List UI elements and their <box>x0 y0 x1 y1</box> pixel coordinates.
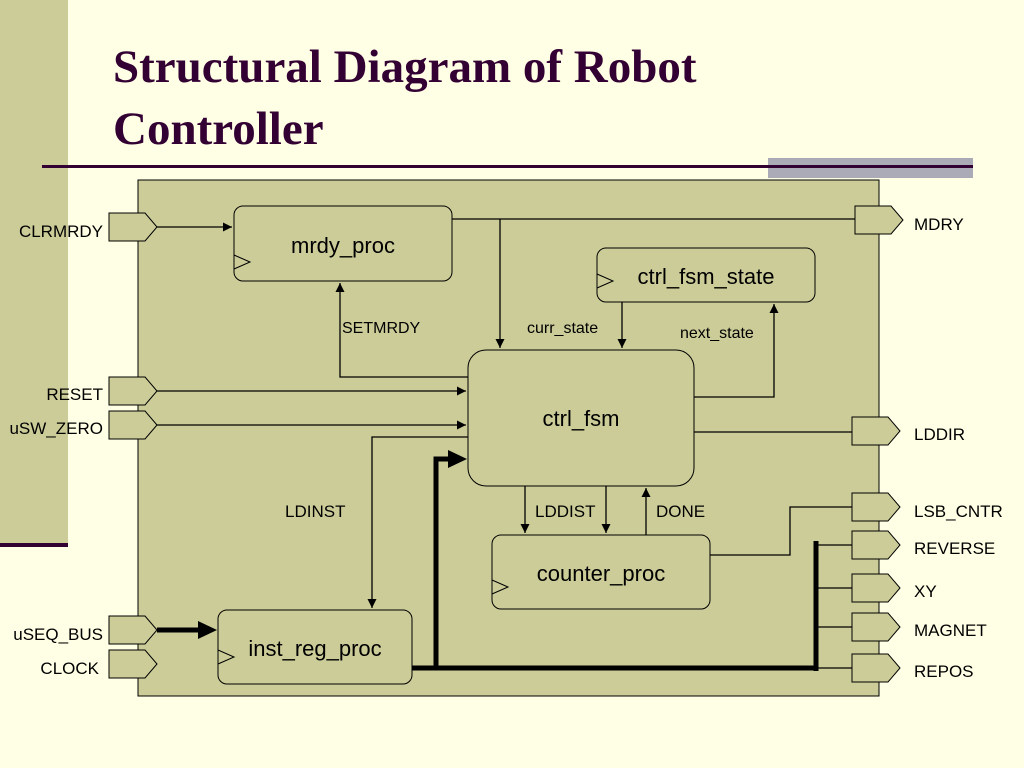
label-curr-state: curr_state <box>527 320 598 337</box>
label-ldinst: LDINST <box>285 502 345 521</box>
wire-ldinst <box>367 436 468 608</box>
label-xy: XY <box>914 582 937 601</box>
wire-next-state <box>694 304 779 398</box>
port-lsb-cntr <box>851 492 901 522</box>
port-usw-zero <box>108 410 158 440</box>
label-mrdy-proc: mrdy_proc <box>291 233 395 258</box>
block-inst-reg-proc <box>217 609 413 685</box>
block-counter-proc <box>491 534 711 610</box>
port-xy <box>851 573 901 603</box>
label-reset: RESET <box>46 385 103 404</box>
label-ctrl-fsm-state: ctrl_fsm_state <box>638 264 775 289</box>
label-mdry: MDRY <box>914 215 964 234</box>
clock-marker <box>233 254 252 270</box>
title-accent-line <box>768 165 973 168</box>
port-reverse <box>851 530 901 560</box>
clock-marker <box>491 579 510 595</box>
label-useq-bus: uSEQ_BUS <box>13 625 103 644</box>
label-clock: CLOCK <box>40 659 99 678</box>
left-accent-bar <box>0 0 68 545</box>
clock-marker <box>596 273 615 289</box>
clock-marker <box>217 649 236 665</box>
port-mdry <box>854 205 904 235</box>
label-repos: REPOS <box>914 662 974 681</box>
label-lsb-cntr: LSB_CNTR <box>914 502 1003 521</box>
block-ctrl-fsm-state <box>596 247 816 303</box>
title-accent-bar <box>768 158 973 178</box>
bus-useq-arrowhead <box>198 621 217 639</box>
block-mrdy-proc <box>233 205 453 282</box>
port-repos <box>851 653 901 683</box>
label-magnet: MAGNET <box>914 621 987 640</box>
port-magnet <box>851 612 901 642</box>
label-clrmrdy: CLRMRDY <box>19 222 103 241</box>
wire-lsb-cntr <box>710 506 852 556</box>
left-accent-line <box>0 543 68 547</box>
port-reset <box>108 376 158 406</box>
port-lddir <box>851 416 901 446</box>
label-next-state: next_state <box>680 325 754 342</box>
slide-title: Structural Diagram of Robot Controller <box>113 41 697 155</box>
port-clrmrdy <box>108 212 158 242</box>
label-setmrdy: SETMRDY <box>342 320 421 337</box>
label-inst-reg-proc: inst_reg_proc <box>248 636 381 661</box>
wire-setmrdy <box>335 283 468 378</box>
label-reverse: REVERSE <box>914 539 995 558</box>
bus-inst-arrowhead <box>448 450 467 468</box>
label-done: DONE <box>656 502 705 521</box>
label-ctrl-fsm: ctrl_fsm <box>543 406 620 431</box>
label-lddir: LDDIR <box>914 425 965 444</box>
block-ctrl-fsm <box>467 349 695 487</box>
label-usw-zero: uSW_ZERO <box>9 419 103 438</box>
bus-inst-to-fsm <box>433 456 450 668</box>
label-lddist: LDDIST <box>535 502 595 521</box>
title-rule <box>42 165 972 168</box>
port-useq-bus <box>108 615 158 645</box>
label-counter-proc: counter_proc <box>537 561 665 586</box>
port-clock <box>108 649 158 679</box>
